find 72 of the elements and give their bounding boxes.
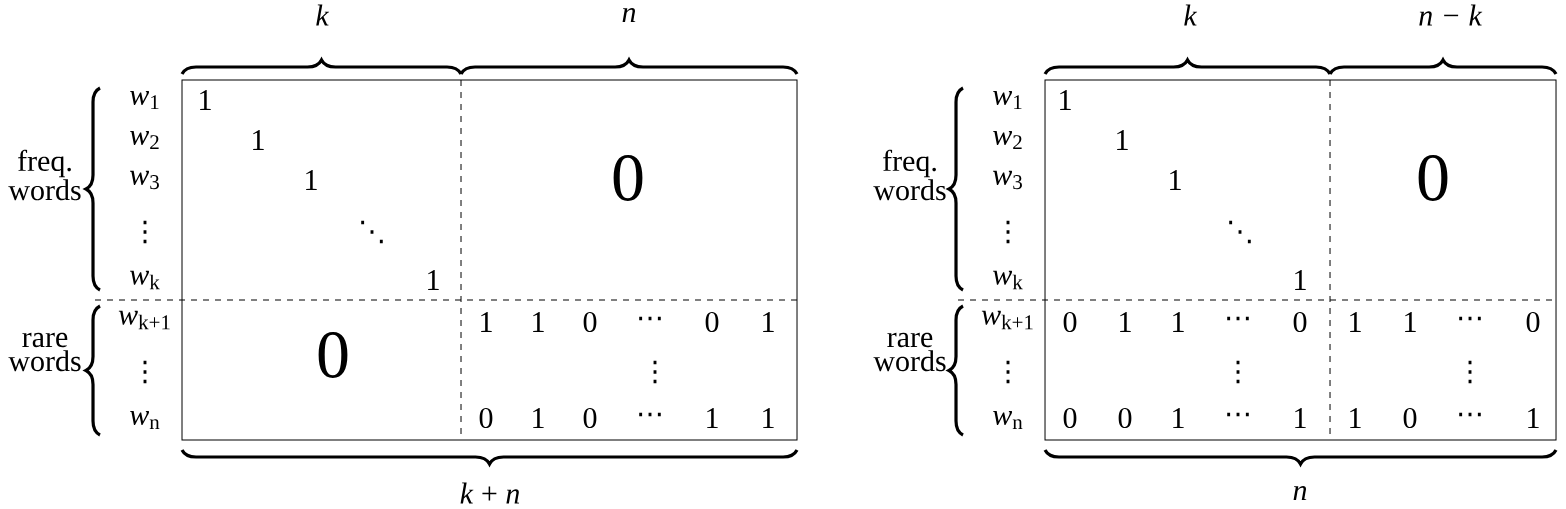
matrix-entry: 1 xyxy=(1173,312,1184,332)
matrix-entry: 0 xyxy=(1293,311,1307,333)
matrix-entry: 1 xyxy=(253,130,264,150)
row-label: w$_{k}$ xyxy=(993,270,1023,290)
ellipsis: ⋮ xyxy=(1468,360,1472,384)
row-label: 0 xyxy=(1063,407,1077,429)
dimension-label: n − k xyxy=(1419,4,1483,26)
row-group-label: rare words xyxy=(873,332,946,372)
matrix-entry: 0 xyxy=(1526,311,1540,333)
matrix-entry: 1 xyxy=(428,270,439,290)
row-group-label: rare words xyxy=(8,332,81,372)
matrix-entry: 0 xyxy=(1403,407,1417,429)
row-label: w$_{3}$ xyxy=(130,170,159,190)
row-label: w$_{n}$ xyxy=(130,410,160,430)
row-label: ⋮ xyxy=(143,220,147,244)
matrix-entry: 1 xyxy=(1170,170,1181,190)
ellipsis: ⋱ xyxy=(1229,220,1251,244)
matrix-entry: 1 xyxy=(1060,90,1071,110)
row-label: w$_{k+1}$ xyxy=(981,310,1033,330)
row-group-label: freq. words xyxy=(8,149,81,201)
row-label: ⋮ xyxy=(1006,220,1010,244)
ellipsis: ⋯ xyxy=(639,412,661,417)
dimension-label: k xyxy=(316,4,330,26)
matrix-entry: 0 xyxy=(479,407,493,429)
matrix-entry: 1 xyxy=(533,312,544,332)
matrix-entry: 0 xyxy=(583,311,597,333)
matrix-entry: k + n xyxy=(460,482,520,504)
matrix-entry: 0 xyxy=(705,311,719,333)
ellipsis: ⋯ xyxy=(1227,412,1249,417)
row-label: ⋮ xyxy=(1236,360,1240,384)
matrix-entry: 1 xyxy=(763,312,774,332)
ellipsis: ⋮ xyxy=(653,360,657,384)
matrix-entry: 1 xyxy=(1350,312,1361,332)
zero-block-label: 0 xyxy=(1418,155,1448,201)
ellipsis: ⋯ xyxy=(1459,412,1481,417)
zero-block-label: 0 xyxy=(613,155,643,201)
matrix-entry: 1 xyxy=(1295,408,1306,428)
zero-block-label: 0 xyxy=(318,332,348,378)
row-group-label: freq. words xyxy=(873,149,946,201)
row-label: w$_{1}$ xyxy=(130,90,159,110)
matrix-entry: 1 xyxy=(1350,408,1361,428)
row-label: w$_{1}$ xyxy=(993,90,1022,110)
row-label: w$_{2}$ xyxy=(130,130,159,150)
row-label: w$_{k+1}$ xyxy=(118,310,170,330)
ellipsis: ⋯ xyxy=(1459,316,1481,321)
matrix-entry: 1 xyxy=(1173,408,1184,428)
matrix-entry: 0 xyxy=(1118,407,1132,429)
row-label: w$_{3}$ xyxy=(993,170,1022,190)
ellipsis: ⋮ xyxy=(1006,360,1010,384)
matrix-entry: 1 xyxy=(1117,130,1128,150)
matrix-entry: 1 xyxy=(1120,312,1131,332)
ellipsis: ⋯ xyxy=(1227,316,1249,321)
matrix-entry: 1 xyxy=(533,408,544,428)
row-label: ⋮ xyxy=(143,360,147,384)
ellipsis: ⋯ xyxy=(639,316,661,321)
ellipsis: ⋱ xyxy=(361,220,383,244)
matrix-entry: 1 xyxy=(763,408,774,428)
matrix-entry: 0 xyxy=(583,407,597,429)
matrix-entry: 1 xyxy=(1528,408,1539,428)
dimension-label: n xyxy=(1293,485,1307,501)
matrix-entry: 1 xyxy=(1405,312,1416,332)
row-label: w$_{2}$ xyxy=(993,130,1022,150)
matrix-entry: 0 xyxy=(1063,311,1077,333)
matrix-entry: w$_{n}$ xyxy=(993,410,1023,430)
matrix-entry: 1 xyxy=(200,90,211,110)
dimension-label: k xyxy=(1184,4,1198,26)
matrix-entry: 1 xyxy=(481,312,492,332)
matrix-entry: 1 xyxy=(1295,270,1306,290)
dimension-label: n xyxy=(622,7,636,23)
row-label: w$_{k}$ xyxy=(130,270,160,290)
matrix-entry: 1 xyxy=(306,170,317,190)
matrix-entry: 1 xyxy=(707,408,718,428)
